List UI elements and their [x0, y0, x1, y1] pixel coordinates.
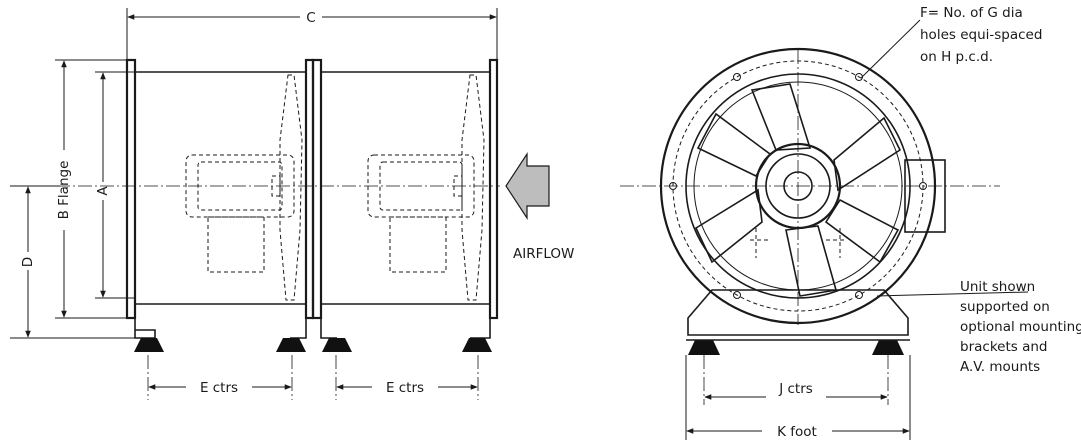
- av-mount-2: [276, 338, 306, 352]
- dimension-b-label: B Flange: [56, 161, 72, 220]
- side-view: C B Flange A D: [10, 8, 574, 400]
- end-av-mount-left: [688, 340, 720, 355]
- av-mount-1: [134, 338, 164, 352]
- support-note: Unit shown supported on optional mountin…: [960, 279, 1081, 375]
- dimension-b-flange: B Flange: [52, 59, 130, 319]
- terminal-box: [904, 159, 946, 233]
- dimension-a-label: A: [95, 186, 111, 196]
- end-mounting-bracket: [687, 289, 909, 336]
- hub-centre: [783, 171, 813, 201]
- dimension-e-right: E ctrs: [335, 355, 479, 400]
- airflow-arrow-icon: [505, 151, 550, 221]
- right-casing: [311, 58, 499, 320]
- dimension-k-label: K foot: [777, 424, 817, 440]
- hub-outer: [754, 142, 842, 230]
- dimension-j: J ctrs: [703, 355, 889, 405]
- dimension-c-label: C: [306, 10, 315, 26]
- bolt-holes: [669, 73, 927, 299]
- dimension-e-left: E ctrs: [147, 355, 293, 400]
- casing-inner: [685, 73, 911, 299]
- dimension-e-left-label: E ctrs: [200, 380, 238, 396]
- hole-note-leader: [860, 19, 921, 79]
- av-mount-3: [322, 338, 352, 352]
- dimension-a: A: [95, 71, 135, 299]
- dimension-j-label: J ctrs: [778, 381, 813, 397]
- dimension-k: K foot: [685, 355, 911, 440]
- av-mount-4: [462, 338, 492, 352]
- airflow-indicator: AIRFLOW: [505, 151, 574, 262]
- dimension-c: C: [126, 8, 498, 60]
- pcd-circle: [672, 60, 924, 312]
- support-note-leader: [876, 291, 1029, 297]
- end-av-mount-right: [872, 340, 904, 355]
- end-view: J ctrs K foot F= No. of G dia holes equi…: [620, 5, 1081, 440]
- hole-note: F= No. of G dia holes equi-spaced on H p…: [920, 5, 1047, 65]
- outer-flange: [659, 47, 937, 325]
- left-casing: [125, 58, 315, 320]
- airflow-label: AIRFLOW: [513, 246, 574, 262]
- side-mounts: [134, 318, 492, 352]
- dimension-e-right-label: E ctrs: [386, 380, 424, 396]
- dimension-d-label: D: [20, 257, 36, 267]
